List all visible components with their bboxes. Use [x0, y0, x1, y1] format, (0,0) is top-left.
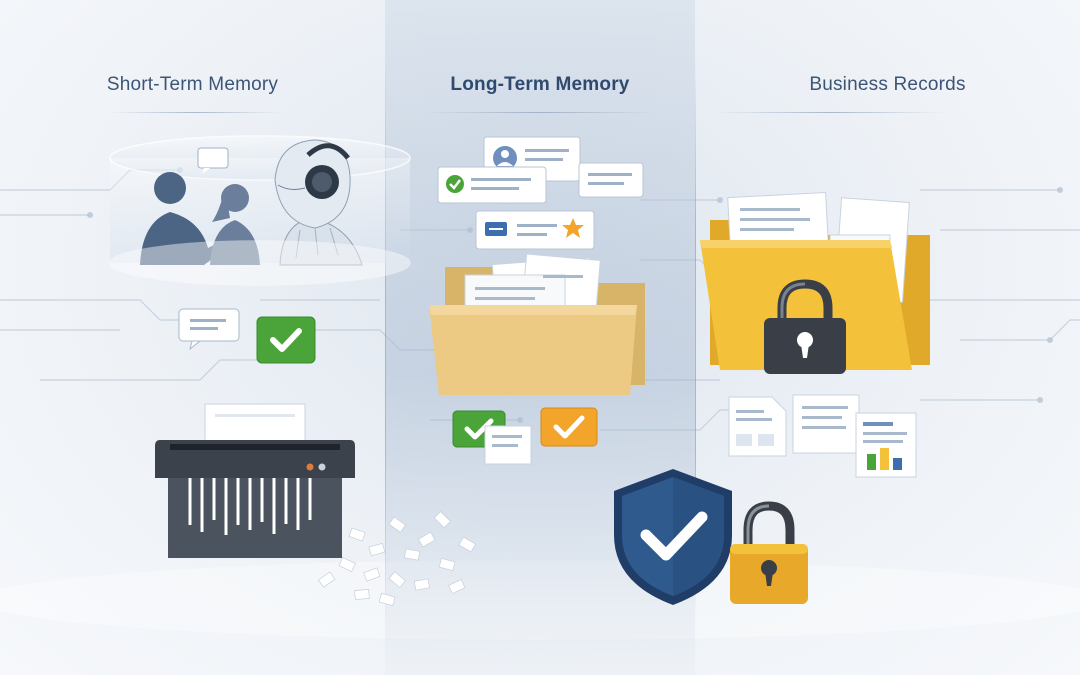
paper-shredder-icon [155, 403, 477, 607]
panel-divider-right [695, 60, 696, 620]
short-term-memory-panel: Short-Term Memory [0, 0, 385, 675]
title-underline [110, 112, 280, 113]
green-check-card [437, 166, 547, 204]
speech-bubble-icon [178, 308, 240, 351]
long-term-memory-title: Long-Term Memory [450, 74, 630, 95]
padlock-icon [764, 279, 846, 374]
robot-headphones-icon [274, 139, 363, 266]
document-card [578, 162, 644, 198]
people-conversation-illustration [109, 135, 411, 286]
business-records-panel: Business Records [695, 0, 1080, 675]
padlock-icon [730, 501, 808, 604]
title-underline [425, 112, 655, 113]
short-term-memory-title: Short-Term Memory [106, 74, 279, 95]
title-underline [715, 112, 945, 113]
speech-bubble-icon [197, 147, 229, 174]
panel-divider-left [385, 60, 386, 620]
document-card [484, 425, 532, 465]
open-folder-icon [429, 253, 645, 395]
document-icon [792, 394, 860, 454]
business-records-title: Business Records [809, 74, 966, 95]
star-card-icon [475, 210, 595, 250]
orange-check-icon [540, 407, 598, 447]
green-check-icon [256, 316, 316, 364]
shield-check-icon [614, 469, 732, 605]
document-icon [728, 396, 787, 457]
report-chart-icon [855, 412, 917, 478]
